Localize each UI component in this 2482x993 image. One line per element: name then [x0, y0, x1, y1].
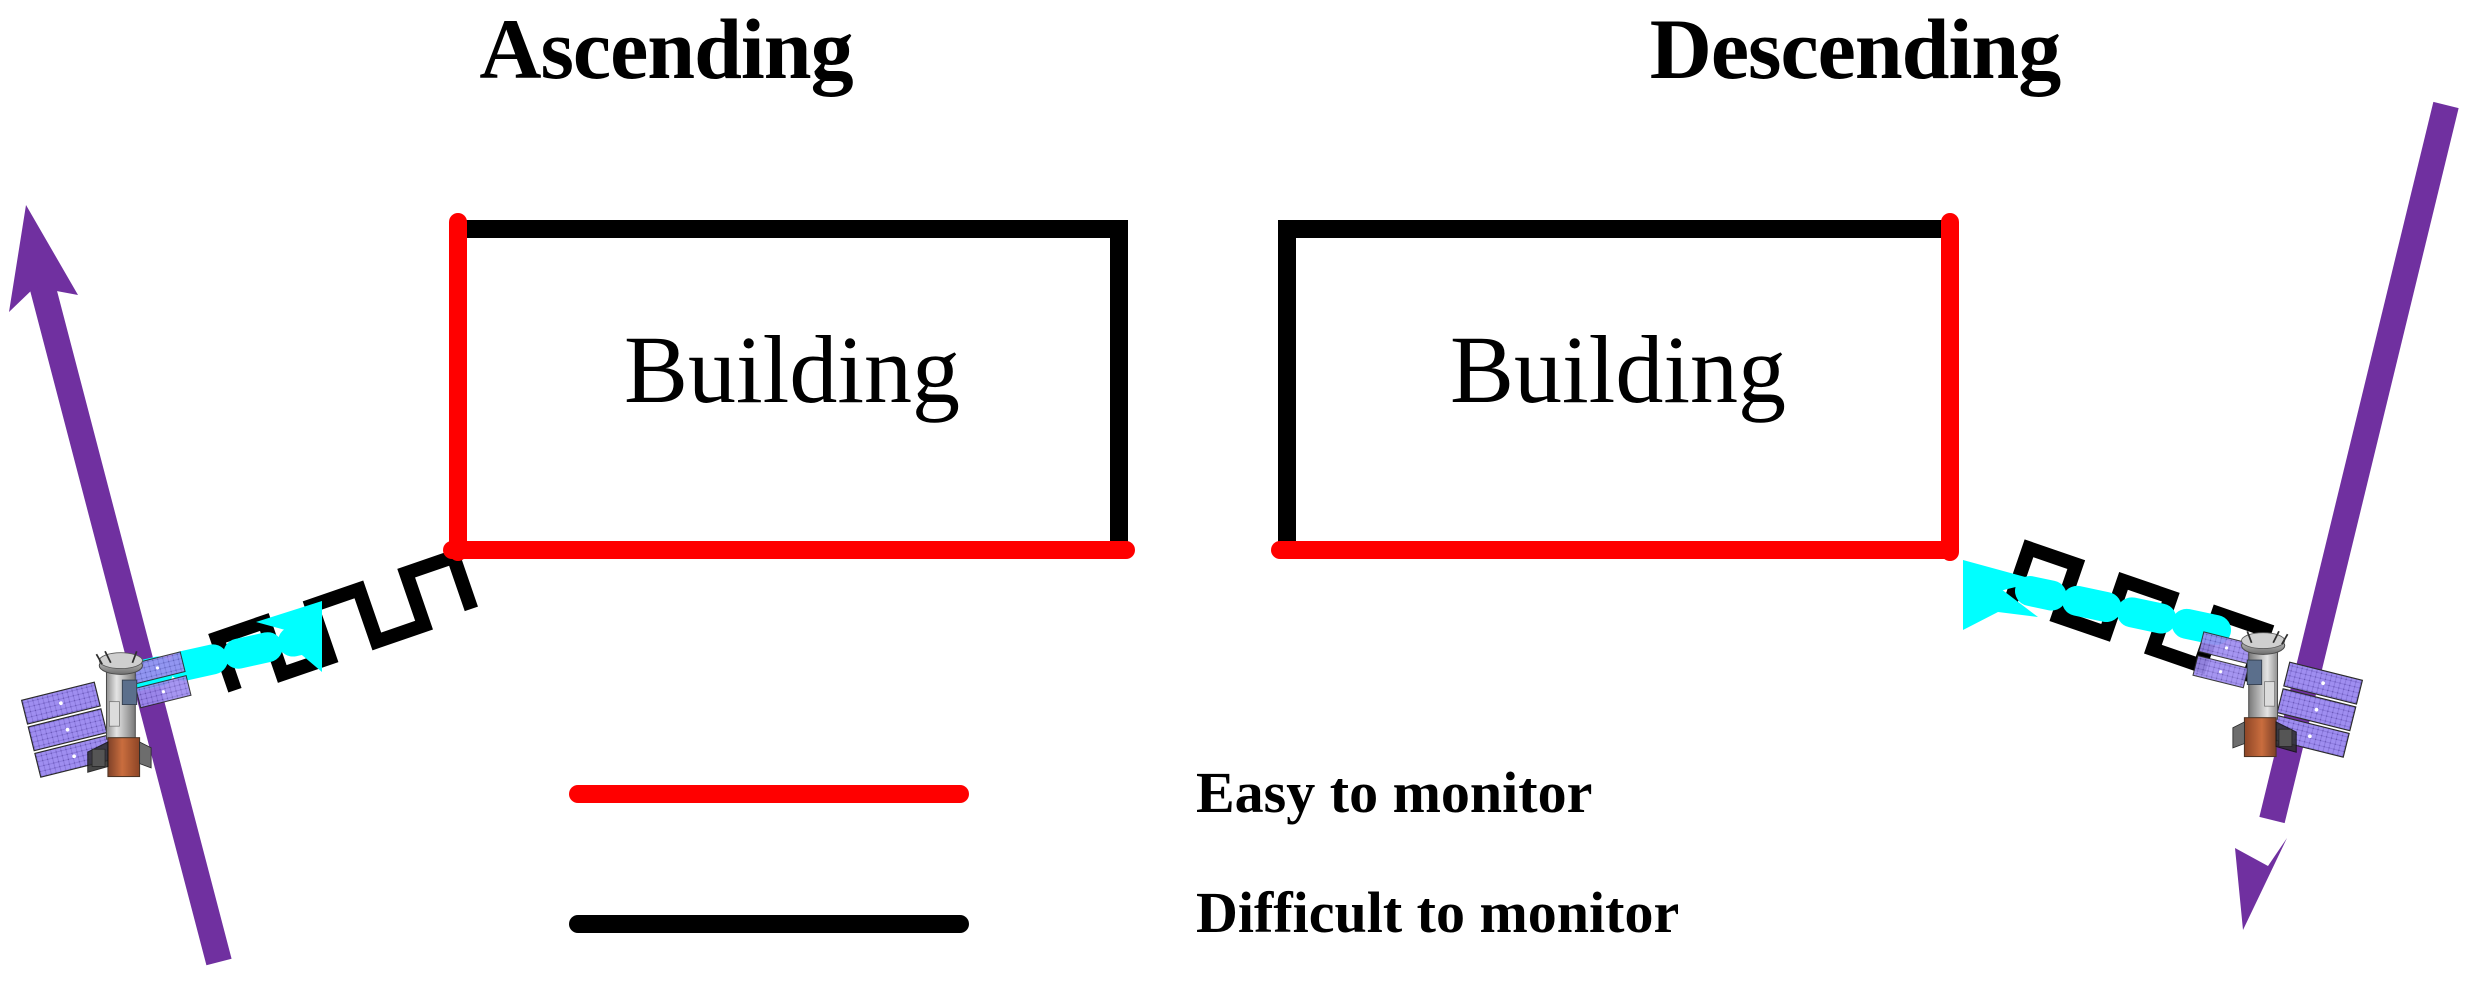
orbit-arrow-ascending [9, 205, 232, 966]
satellite-icon-descending [2192, 630, 2364, 759]
building-left-label: Building [623, 316, 961, 423]
legend [569, 785, 969, 933]
legend-label-easy: Easy to monitor [1196, 760, 1593, 825]
square-wave-icon-ascending [208, 547, 478, 693]
orbit-arrow-descending [2235, 101, 2459, 930]
square-wave-icon-descending [2004, 539, 2275, 685]
panel-title-descending: Descending [1649, 1, 2061, 97]
radar-beam-arrow-descending [1963, 560, 2231, 645]
legend-label-difficult: Difficult to monitor [1196, 880, 1680, 945]
building-right-label: Building [1449, 316, 1787, 423]
building-left [443, 213, 1135, 561]
panel-title-ascending: Ascending [479, 1, 853, 97]
building-right [1271, 213, 1959, 561]
